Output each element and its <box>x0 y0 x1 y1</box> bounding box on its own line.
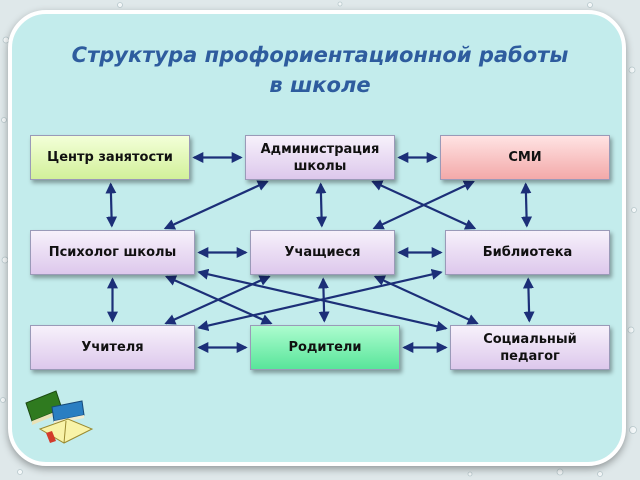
node-social-pedagogue: Социальный педагог <box>450 325 610 370</box>
title-line-2: в школе <box>269 73 371 97</box>
arrow-library-teachers <box>197 269 443 331</box>
diagram-title: Структура профориентационной работы в шк… <box>40 40 600 100</box>
arrow-employment-center-school-psychologist <box>105 182 118 228</box>
arrow-school-admin-school-psychologist <box>163 180 269 230</box>
node-media: СМИ <box>440 135 610 180</box>
stack-of-books-icon <box>25 390 94 444</box>
node-students: Учащиеся <box>250 230 395 275</box>
node-teachers: Учителя <box>30 325 195 370</box>
node-library: Библиотека <box>445 230 610 275</box>
arrow-school-admin-students <box>315 182 328 228</box>
node-employment-center: Центр занятости <box>30 135 190 180</box>
node-parents: Родители <box>250 325 400 370</box>
arrow-media-library <box>520 182 533 228</box>
arrow-library-social-pedagogue <box>522 277 535 323</box>
title-line-1: Структура профориентационной работы <box>71 43 569 67</box>
node-school-psychologist: Психолог школы <box>30 230 195 275</box>
node-school-administration: Администрация школы <box>245 135 395 180</box>
arrow-media-students <box>372 180 475 230</box>
